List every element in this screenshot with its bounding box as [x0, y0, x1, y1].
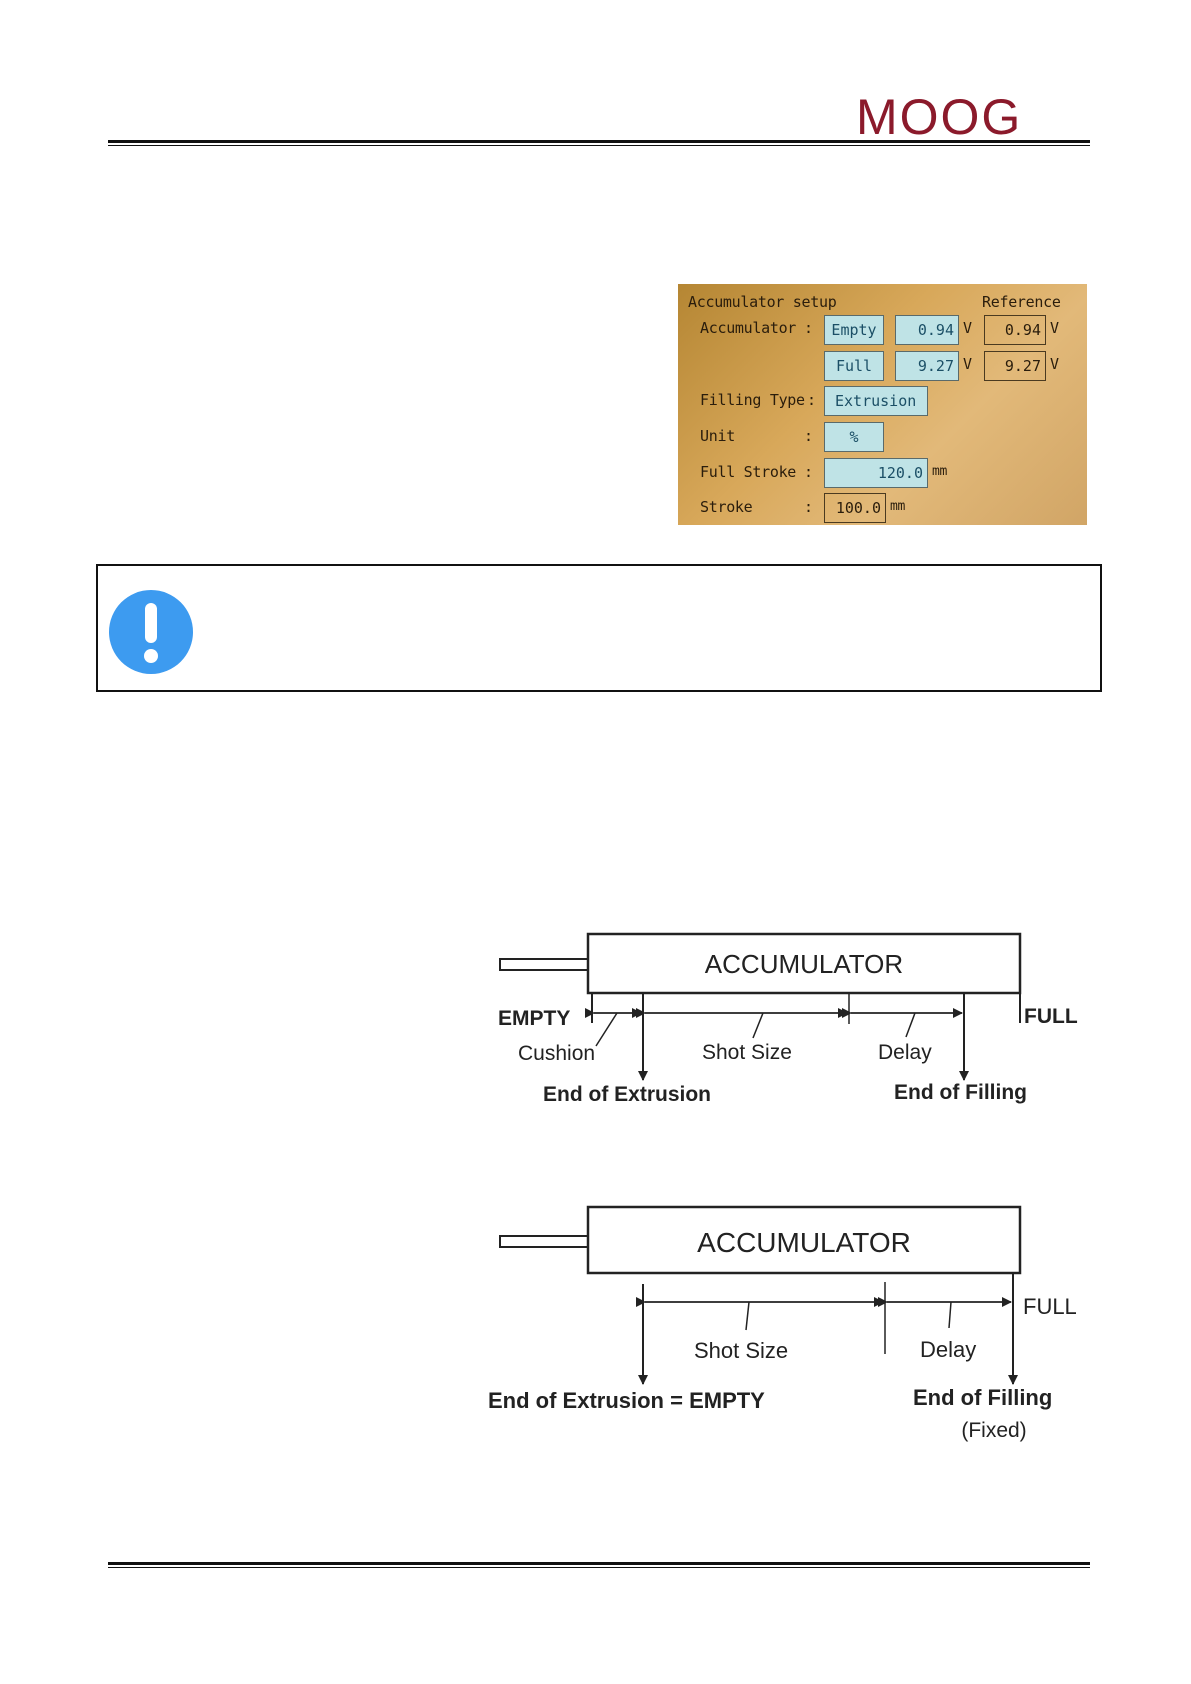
filling-type-label: Filling Type [700, 391, 805, 409]
stroke-field: 100.0 [824, 493, 886, 523]
empty-reference-field: 0.94 [984, 315, 1046, 345]
full-label: FULL [1024, 1005, 1078, 1028]
stroke-label: Stroke [700, 498, 753, 516]
reference-label: Reference [982, 293, 1061, 311]
footer-rule-thin [108, 1567, 1090, 1568]
unit-select[interactable]: % [824, 422, 884, 452]
shot-size-label: Shot Size [702, 1041, 792, 1064]
end-of-extrusion-label: End of Extrusion [543, 1083, 711, 1106]
filling-type-colon: : [807, 391, 816, 409]
full-stroke-label: Full Stroke [700, 463, 797, 481]
moog-logo: MOOG [856, 92, 1022, 140]
empty-button[interactable]: Empty [824, 315, 884, 345]
filling-type-select[interactable]: Extrusion [824, 386, 928, 416]
unit-label: Unit [700, 427, 735, 445]
header-rule [108, 140, 1090, 143]
cushion-label: Cushion [518, 1042, 595, 1065]
accumulator-diagram-extrusion: ACCUMULATOR EMPTY FULL Cushion Shot Size… [498, 932, 1078, 1106]
delay-label: Delay [878, 1041, 932, 1064]
full-stroke-field[interactable]: 120.0 [824, 458, 928, 488]
full-reference-unit: V [1050, 355, 1059, 373]
unit-colon: : [804, 427, 813, 445]
panel-title: Accumulator setup [688, 293, 837, 311]
full-reference-field: 9.27 [984, 351, 1046, 381]
footer-rule [108, 1562, 1090, 1565]
exclamation-icon [109, 590, 193, 674]
end-of-filling-label: End of Filling [894, 1081, 1027, 1104]
accumulator-colon: : [804, 319, 813, 337]
stroke-colon: : [804, 498, 813, 516]
end-of-filling-label: End of Filling [913, 1385, 1052, 1410]
accumulator-label: Accumulator [700, 319, 797, 337]
full-stroke-colon: : [804, 463, 813, 481]
full-unit: V [963, 355, 972, 373]
accumulator-label: ACCUMULATOR [705, 949, 903, 979]
full-stroke-unit: mm [932, 464, 948, 479]
empty-label: EMPTY [498, 1007, 570, 1030]
empty-reference-unit: V [1050, 319, 1059, 337]
full-value-field[interactable]: 9.27 [895, 351, 959, 381]
accumulator-diagram-fixed: ACCUMULATOR FULL Shot Size Delay End of … [488, 1205, 1077, 1442]
accumulator-setup-panel: Accumulator setup Reference Accumulator … [678, 284, 1087, 525]
empty-unit: V [963, 319, 972, 337]
header-rule-thin [108, 145, 1090, 146]
empty-value-field[interactable]: 0.94 [895, 315, 959, 345]
delay-label: Delay [920, 1337, 976, 1362]
full-button[interactable]: Full [824, 351, 884, 381]
shot-size-label: Shot Size [694, 1338, 788, 1363]
end-of-extrusion-empty-label: End of Extrusion = EMPTY [488, 1388, 765, 1413]
full-label: FULL [1023, 1294, 1077, 1319]
notice-box [96, 564, 1102, 692]
fixed-label: (Fixed) [961, 1419, 1026, 1442]
accumulator-label: ACCUMULATOR [697, 1227, 911, 1258]
stroke-unit: mm [890, 499, 906, 514]
logo-text: MOOG [856, 92, 1022, 140]
